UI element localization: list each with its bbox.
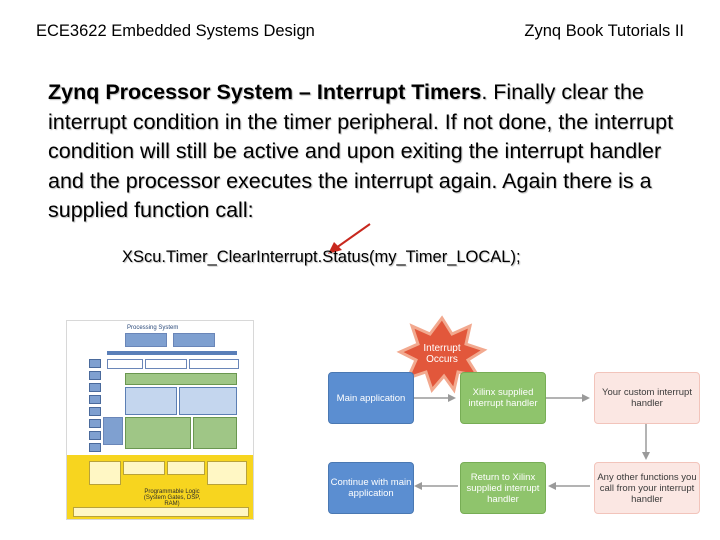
pl-interface-block (167, 461, 205, 475)
iop-block (107, 359, 143, 369)
ocm-block (193, 417, 237, 449)
io-port (89, 443, 101, 452)
io-port (89, 395, 101, 404)
slide-paragraph: . Finally clear the interrupt condition … (48, 80, 674, 222)
pl-label: Programmable Logic (System Gates, DSP, R… (143, 489, 201, 507)
other-functions-box: Any other functions you call from your i… (594, 462, 700, 514)
continue-main-box: Continue with main application (328, 462, 414, 514)
pl-interface-block (123, 461, 165, 475)
l2-cache-block (125, 417, 191, 449)
io-port (89, 383, 101, 392)
course-title: ECE3622 Embedded Systems Design (36, 22, 315, 40)
io-port (89, 371, 101, 380)
snoop-control-block (125, 373, 237, 385)
interconnect-bar (107, 351, 237, 355)
slide-heading: Zynq Processor System – Interrupt Timers (48, 80, 482, 104)
io-port (89, 431, 101, 440)
ps-label: Processing System (127, 325, 179, 331)
io-port (89, 359, 101, 368)
io-mux-block (103, 417, 123, 445)
main-application-box: Main application (328, 372, 414, 424)
pl-io-block (89, 461, 121, 485)
memory-controller-block (173, 333, 215, 347)
return-xilinx-box: Return to Xilinx supplied interrupt hand… (460, 462, 546, 514)
dma-block (145, 359, 187, 369)
io-port (89, 419, 101, 428)
cpu-core-1 (179, 387, 237, 415)
pl-bottom-bar (73, 507, 249, 517)
tutorial-title: Zynq Book Tutorials II (524, 22, 684, 40)
interrupt-occurs-label: Interrupt Occurs (423, 343, 461, 365)
custom-handler-box: Your custom interrupt handler (594, 372, 700, 424)
pointer-arrow-icon (328, 223, 371, 254)
slide-body: Zynq Processor System – Interrupt Timers… (48, 78, 698, 226)
xilinx-handler-box: Xilinx supplied interrupt handler (460, 372, 546, 424)
zynq-block-diagram: Processing System Programmable Logic (Sy… (66, 320, 254, 520)
debug-block (189, 359, 239, 369)
io-port (89, 407, 101, 416)
pl-transceiver-block (207, 461, 247, 485)
function-call: XScu.Timer_ClearInterrupt.Status(my_Time… (122, 248, 521, 266)
cpu-core-0 (125, 387, 177, 415)
app-controller-block (125, 333, 167, 347)
